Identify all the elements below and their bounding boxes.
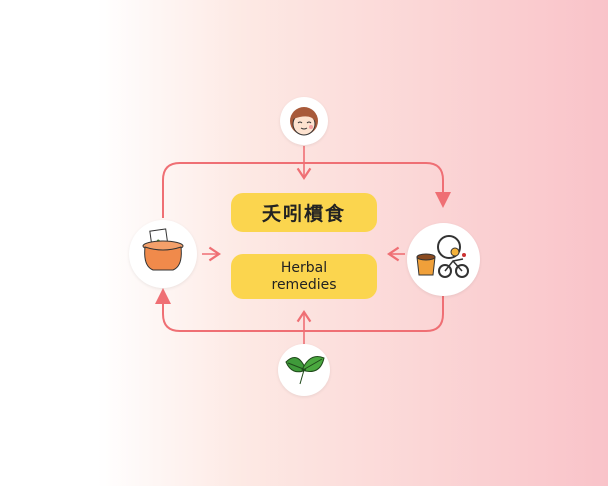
node-equipment (407, 223, 480, 296)
node-leaves (278, 344, 330, 396)
node-herb-pot (129, 220, 197, 288)
node-person (280, 97, 328, 145)
loop-bottom-arrow (155, 288, 444, 332)
loop-top-arrow (162, 162, 451, 218)
herb-pot-icon (142, 228, 184, 271)
cup-and-bicycle-icon (416, 235, 469, 278)
center-bottom-label: Herbal remedies (231, 254, 377, 299)
center-top-text: 夭吲樌食 (261, 203, 346, 225)
smiling-face-icon (290, 107, 318, 136)
leaves-icon (285, 356, 325, 385)
center-top-label: 夭吲樌食 (231, 193, 377, 232)
center-bottom-text: Herbal remedies (271, 259, 337, 293)
